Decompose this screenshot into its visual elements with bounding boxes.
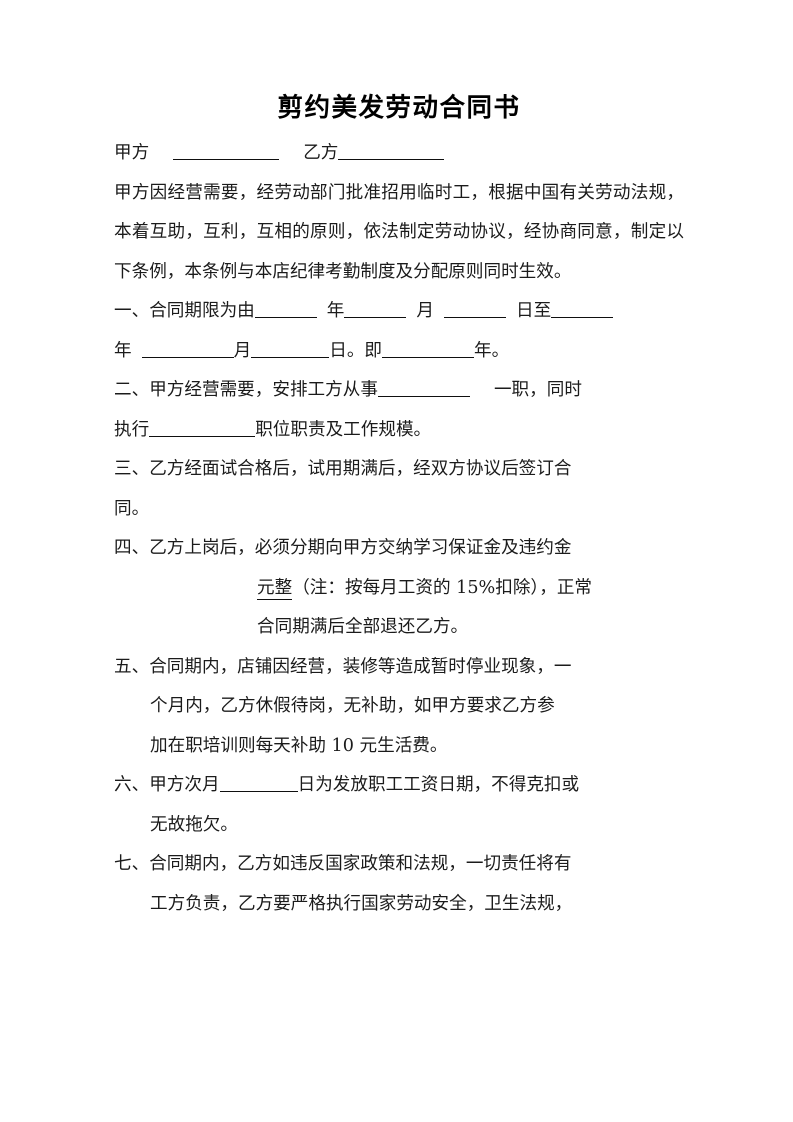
- document-title: 剪约美发劳动合同书: [277, 93, 521, 123]
- clause-five-text-2: 个月内，乙方休假待岗，无补助，如甲方要求乙方参: [150, 696, 555, 716]
- deposit-amount-underlined[interactable]: 元整: [257, 577, 293, 600]
- clause-three-text-2: 同。: [114, 498, 150, 519]
- clause-six-text-2: 无故拖欠。: [150, 814, 238, 835]
- clause-three-number: 三、: [114, 459, 150, 479]
- clause-one-day-total-label: 日。即: [329, 340, 383, 361]
- clause-four-text-3: 合同期满后全部退还乙方。: [257, 617, 469, 637]
- document-body: 剪约美发劳动合同书 甲方 乙方 甲方因经营需要，经劳动部门批准招用临时工，根据中国…: [114, 88, 684, 924]
- start-month-blank[interactable]: [344, 299, 407, 318]
- clause-one-year-label: 年: [326, 301, 345, 321]
- clause-four-text-1: 乙方上岗后，必须分期向甲方交纳学习保证金及违约金: [149, 538, 572, 558]
- clause-four-number: 四、: [114, 538, 150, 558]
- party-b-label: 乙方: [303, 143, 339, 163]
- clause-one-year-label-2: 年: [114, 340, 132, 361]
- clause-six-line-1: 六、甲方次月 日为发放职工工资日期，不得克扣或: [114, 766, 684, 806]
- payday-blank[interactable]: [219, 773, 298, 792]
- clause-two-text-a: 甲方经营需要，安排工方从事: [149, 380, 378, 400]
- total-years-blank[interactable]: [382, 338, 475, 358]
- clause-six: 六、甲方次月 日为发放职工工资日期，不得克扣或 无故拖欠。: [114, 766, 684, 845]
- end-month-blank[interactable]: [141, 338, 234, 358]
- parties-line: 甲方 乙方: [114, 134, 684, 174]
- clause-two-text-b: 一职，同时: [493, 380, 582, 400]
- clause-four: 四、乙方上岗后，必须分期向甲方交纳学习保证金及违约金 元整（注：按每月工资的 1…: [114, 529, 684, 648]
- duty-blank[interactable]: [149, 417, 256, 437]
- clause-one: 一、合同期限为由年月日至 年月日。即年。: [114, 292, 684, 371]
- clause-three-text-1: 乙方经面试合格后，试用期满后，经双方协议后签订合: [149, 459, 572, 479]
- end-year-blank[interactable]: [551, 299, 614, 318]
- clause-four-line-1: 四、乙方上岗后，必须分期向甲方交纳学习保证金及违约金: [114, 529, 684, 569]
- clause-five-line-2: 个月内，乙方休假待岗，无补助，如甲方要求乙方参: [114, 687, 684, 727]
- clause-six-line-2: 无故拖欠。: [114, 806, 684, 846]
- clause-two-number: 二、: [114, 380, 150, 400]
- clause-three-line-1: 三、乙方经面试合格后，试用期满后，经双方协议后签订合: [114, 450, 684, 490]
- clause-five-text-3: 加在职培训则每天补助 10 元生活费。: [150, 735, 448, 756]
- clause-one-line-1: 一、合同期限为由 年 月 日至: [114, 292, 684, 332]
- clause-one-month-label-2: 月: [233, 340, 252, 361]
- clause-two-text-c: 执行: [114, 419, 150, 440]
- clause-three-line-2: 同。: [114, 490, 684, 530]
- clause-five: 五、合同期内，店铺因经营，装修等造成暂时停业现象，一 个月内，乙方休假待岗，无补…: [114, 648, 684, 767]
- clause-two-line-1: 二、甲方经营需要，安排工方从事 一职，同时: [114, 371, 684, 411]
- clause-five-text-1: 合同期内，店铺因经营，装修等造成暂时停业现象，一: [149, 656, 572, 677]
- clause-three: 三、乙方经面试合格后，试用期满后，经双方协议后签订合 同。: [114, 450, 684, 529]
- clause-four-line-2: 元整（注：按每月工资的 15%扣除），正常: [114, 569, 684, 609]
- clause-five-number: 五、: [114, 656, 150, 677]
- clause-one-month-label: 月: [416, 301, 434, 321]
- clause-six-text-b: 日为发放职工工资日期，不得克扣或: [297, 775, 580, 795]
- clause-two: 二、甲方经营需要，安排工方从事 一职，同时 执行 职位职责及工作规模。: [114, 371, 684, 450]
- party-a-blank[interactable]: [173, 141, 280, 160]
- clause-five-line-3: 加在职培训则每天补助 10 元生活费。: [114, 727, 684, 767]
- clause-one-total-unit: 年。: [474, 340, 510, 361]
- clause-seven-number: 七、: [114, 854, 150, 874]
- party-a-label: 甲方: [114, 143, 150, 163]
- clause-four-note: （注：按每月工资的 15%扣除），正常: [292, 577, 593, 598]
- clause-five-line-1: 五、合同期内，店铺因经营，装修等造成暂时停业现象，一: [114, 648, 684, 688]
- start-day-blank[interactable]: [444, 299, 506, 318]
- end-day-blank[interactable]: [251, 338, 330, 358]
- clause-two-text-d: 职位职责及工作规模。: [255, 419, 432, 440]
- clause-one-line-2: 年 月 日。即 年。: [114, 332, 684, 372]
- clause-four-line-3: 合同期满后全部退还乙方。: [114, 608, 684, 648]
- clause-seven: 七、合同期内，乙方如违反国家政策和法规，一切责任将有 工方负责，乙方要严格执行国…: [114, 845, 684, 924]
- clause-two-line-2: 执行 职位职责及工作规模。: [114, 411, 684, 451]
- clause-seven-line-2: 工方负责，乙方要严格执行国家劳动安全，卫生法规，: [114, 885, 684, 925]
- clause-seven-line-1: 七、合同期内，乙方如违反国家政策和法规，一切责任将有: [114, 845, 684, 885]
- clause-seven-text-1: 合同期内，乙方如违反国家政策和法规，一切责任将有: [149, 854, 572, 874]
- preamble-paragraph: 甲方因经营需要，经劳动部门批准招用临时工，根据中国有关劳动法规，本着互助，互利，…: [114, 182, 684, 282]
- clause-one-text-a: 合同期限为由: [149, 301, 255, 321]
- clause-one-day-to-label: 日至: [516, 301, 552, 321]
- position-blank[interactable]: [377, 378, 470, 397]
- start-year-blank[interactable]: [254, 299, 317, 318]
- clause-seven-text-2: 工方负责，乙方要严格执行国家劳动安全，卫生法规，: [150, 893, 573, 914]
- clause-six-text-a: 甲方次月: [149, 775, 220, 795]
- clause-one-number: 一、: [114, 301, 150, 321]
- clause-six-number: 六、: [114, 775, 150, 795]
- party-b-blank[interactable]: [338, 141, 445, 160]
